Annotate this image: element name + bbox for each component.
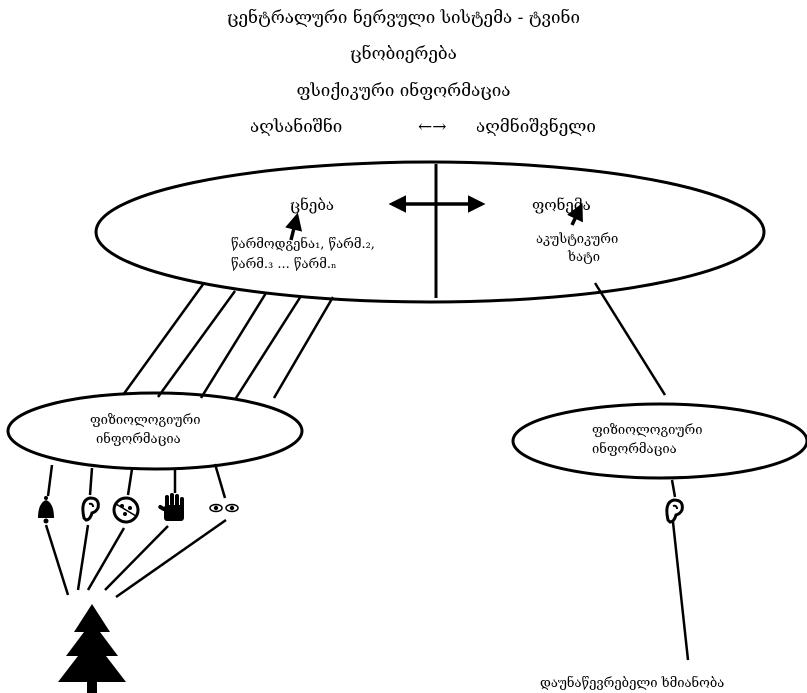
- right-physio-line2: ინფორმაცია: [592, 442, 677, 457]
- tree-convergence-lines: [44, 518, 227, 599]
- left-sense-lines-top: [46, 463, 227, 499]
- left-physio-line2: ინფორმაცია: [96, 432, 181, 447]
- right-connection-line: [593, 282, 667, 396]
- phoneme-up-arrow: [567, 202, 583, 226]
- signifier-label: აღმნიშვნელი: [476, 117, 596, 137]
- eyes-icon: [209, 503, 239, 513]
- title-psychic-information: ფსიქიკური ინფორმაცია: [296, 81, 511, 101]
- ear-icon: [665, 498, 684, 524]
- left-physio-ellipse: [6, 391, 304, 471]
- right-sense-line-top: [670, 479, 677, 498]
- right-sense-line-bottom: [671, 521, 690, 661]
- mental-ellipse: [94, 160, 766, 304]
- acoustic-line2: ხატი: [568, 250, 600, 265]
- bidirectional-arrow: ←→: [418, 117, 447, 137]
- fir-tree-icon: [58, 604, 126, 693]
- phoneme-title: ფონემა: [532, 196, 591, 214]
- concept-title: ცნება: [290, 196, 335, 214]
- right-physio-ellipse: [511, 402, 807, 480]
- pizza-icon: [112, 496, 140, 524]
- right-physio-line1: ფიზიოლოგიური: [592, 423, 703, 438]
- ear-icon: [81, 496, 100, 522]
- title-cns-brain: ცენტრალური ნერვული სისტემა - ტვინი: [227, 8, 580, 28]
- unarticulated-sound-label: დაუნაწევრებელი ხმიანობა: [540, 676, 725, 691]
- left-connection-lines: [121, 282, 335, 399]
- acoustic-line1: აკუსტიკური: [536, 232, 619, 247]
- left-physio-line1: ფიზიოლოგიური: [90, 413, 201, 428]
- representations-line1: წარმოდგენა₁, წარმ.₂,: [231, 237, 375, 252]
- title-consciousness: ცნობიერება: [350, 44, 457, 64]
- hand-icon: [158, 493, 184, 521]
- signified-label: აღსანიშნი: [250, 117, 343, 137]
- concept-up-arrow: [285, 212, 303, 241]
- bell-icon: [38, 496, 54, 524]
- representations-line2: წარმ.₃ ... წარმ.ₙ: [231, 257, 337, 272]
